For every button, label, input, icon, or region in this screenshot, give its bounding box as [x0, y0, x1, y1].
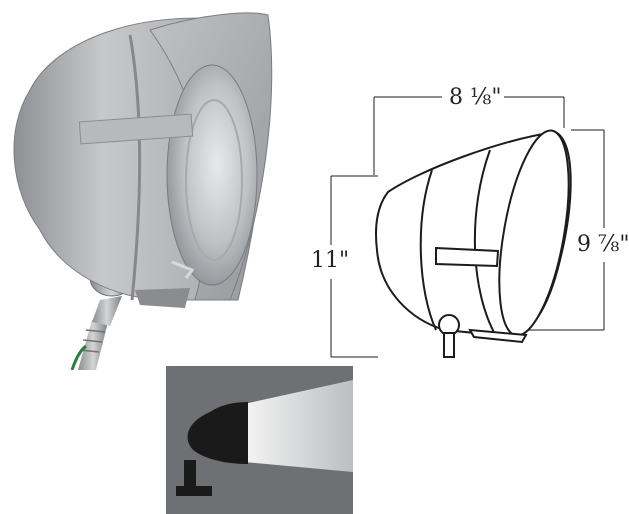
- fixture-photo: [13, 12, 273, 370]
- dimension-drawing: [330, 96, 605, 358]
- height-dimension-label: 9 ⅞": [574, 234, 629, 256]
- beam-pattern-icon: [166, 366, 353, 514]
- width-dimension-label: 8 ⅛": [446, 87, 505, 109]
- depth-dimension-label: 11": [308, 250, 353, 272]
